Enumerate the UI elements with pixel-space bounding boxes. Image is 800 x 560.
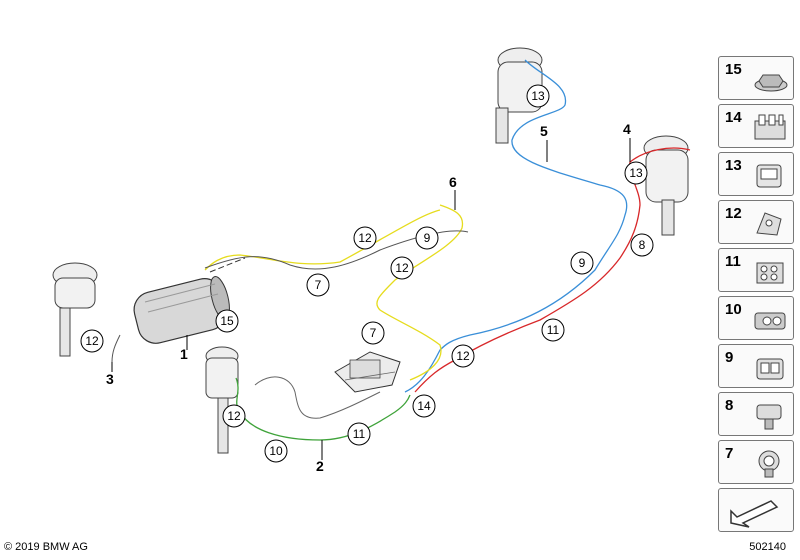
gray-line-rear <box>254 376 381 419</box>
part-number: 8 <box>725 397 734 414</box>
circle-11: 11 <box>541 318 565 342</box>
circle-10: 10 <box>264 439 288 463</box>
valve-block <box>334 351 401 393</box>
circle-7: 7 <box>306 273 330 297</box>
clip-holder-icon <box>754 114 786 140</box>
svg-text:10: 10 <box>269 444 283 458</box>
air-reservoir <box>133 276 230 344</box>
multi-clip-icon <box>756 262 784 284</box>
circle-12: 12 <box>353 226 377 250</box>
circle-14: 14 <box>412 394 436 418</box>
push-clip-icon <box>756 404 782 430</box>
air-strut-front-left <box>52 262 98 357</box>
svg-text:11: 11 <box>547 323 560 337</box>
part-number: 14 <box>725 109 742 126</box>
circled-callouts: 12 15 12 10 11 14 7 7 12 12 9 12 11 9 8 … <box>80 84 654 463</box>
part-13[interactable]: 13 <box>718 152 794 196</box>
part-11[interactable]: 11 <box>718 248 794 292</box>
circle-13: 13 <box>624 161 648 185</box>
svg-text:12: 12 <box>85 334 99 348</box>
part-number: 13 <box>725 157 742 174</box>
air-strut-rear-right <box>643 135 689 236</box>
svg-text:8: 8 <box>639 238 646 252</box>
document-id: 502140 <box>749 541 786 553</box>
clamp-icon <box>756 164 782 188</box>
bracket-icon <box>756 212 782 236</box>
part-number: 11 <box>725 253 741 270</box>
holder-icon <box>754 312 786 330</box>
part-7[interactable]: 7 <box>718 440 794 484</box>
svg-text:7: 7 <box>370 326 377 340</box>
svg-text:12: 12 <box>456 349 470 363</box>
arrow-icon <box>730 500 779 528</box>
callout-3: 3 <box>106 371 114 387</box>
dash-line <box>209 257 246 273</box>
svg-text:12: 12 <box>395 261 409 275</box>
svg-text:14: 14 <box>417 399 431 413</box>
svg-text:9: 9 <box>424 231 431 245</box>
part-9[interactable]: 9 <box>718 344 794 388</box>
part-number: 12 <box>725 205 742 222</box>
part-15[interactable]: 15 <box>718 56 794 100</box>
circle-7: 7 <box>361 321 385 345</box>
yellow-line <box>204 204 464 381</box>
circle-15: 15 <box>215 309 239 333</box>
callout-1: 1 <box>180 346 188 362</box>
svg-text:12: 12 <box>227 409 241 423</box>
part-number: 9 <box>725 349 734 366</box>
circle-9: 9 <box>415 226 439 250</box>
double-clip-icon <box>756 358 784 380</box>
part-8[interactable]: 8 <box>718 392 794 436</box>
circle-13: 13 <box>526 84 550 108</box>
part-14[interactable]: 14 <box>718 104 794 148</box>
part-12[interactable]: 12 <box>718 200 794 244</box>
part-number: 7 <box>725 445 734 462</box>
copyright-text: © 2019 BMW AG <box>4 541 88 553</box>
navigate-back-button[interactable] <box>718 488 794 532</box>
part-number: 15 <box>725 61 742 78</box>
svg-text:11: 11 <box>353 427 366 441</box>
circle-12: 12 <box>222 404 246 428</box>
nut-icon <box>754 74 788 92</box>
blue-line <box>404 59 628 393</box>
part-10[interactable]: 10 <box>718 296 794 340</box>
svg-text:13: 13 <box>629 166 643 180</box>
circle-11: 11 <box>347 422 371 446</box>
callout-5: 5 <box>540 123 548 139</box>
circle-12: 12 <box>451 344 475 368</box>
circle-12: 12 <box>80 329 104 353</box>
air-strut-rear-left <box>205 346 239 454</box>
part-number: 10 <box>725 301 742 318</box>
svg-text:12: 12 <box>358 231 372 245</box>
circle-12: 12 <box>390 256 414 280</box>
svg-text:13: 13 <box>531 89 545 103</box>
svg-text:15: 15 <box>220 314 234 328</box>
callout-4: 4 <box>623 121 631 137</box>
svg-text:7: 7 <box>315 278 322 292</box>
circle-9: 9 <box>570 251 594 275</box>
svg-text:9: 9 <box>579 256 586 270</box>
green-line <box>235 377 411 441</box>
callout-2: 2 <box>316 458 324 474</box>
circle-8: 8 <box>630 233 654 257</box>
callout-6: 6 <box>449 174 457 190</box>
pipe-clip-icon <box>758 450 780 478</box>
parts-list: 15 14 13 12 11 10 9 8 7 <box>718 56 796 532</box>
